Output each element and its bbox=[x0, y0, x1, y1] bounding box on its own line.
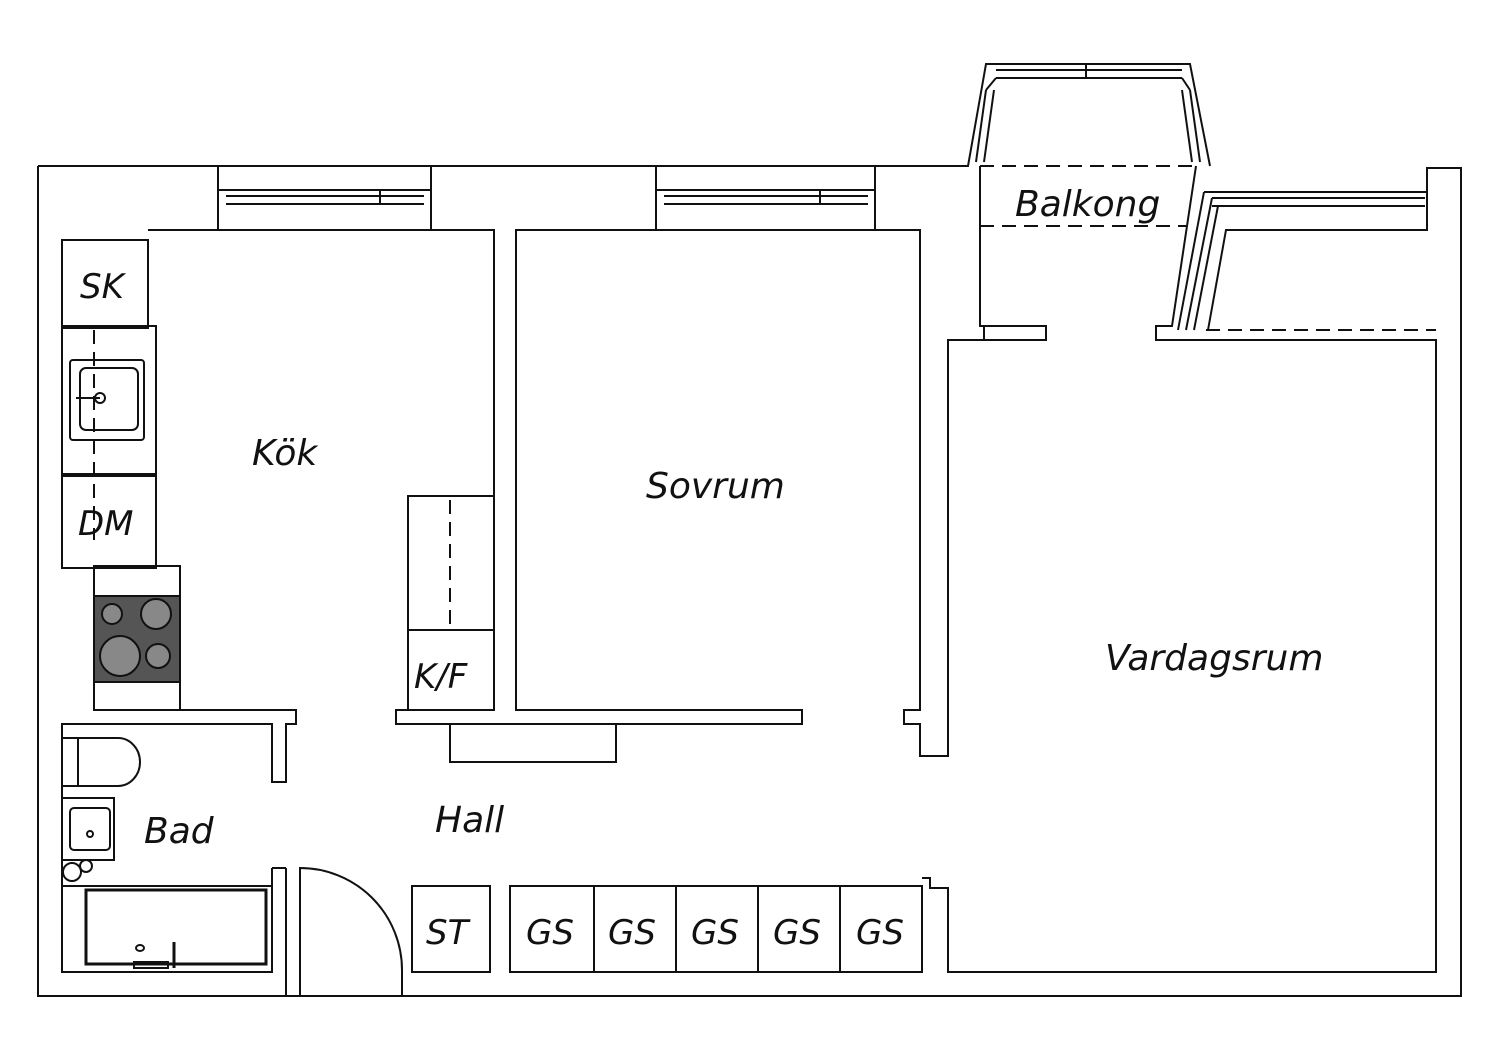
living-room-label: Vardagsrum bbox=[1105, 638, 1323, 679]
kitchen-counter bbox=[61, 239, 181, 711]
kitchen-label: Kök bbox=[252, 433, 319, 474]
balcony bbox=[975, 64, 1436, 341]
kitchen-walls bbox=[61, 229, 1437, 973]
sink-icon bbox=[69, 359, 145, 441]
storage-units bbox=[411, 885, 923, 973]
wardrobe-label: GS bbox=[526, 913, 574, 953]
toilet-icon bbox=[61, 737, 141, 787]
wardrobe-label: GS bbox=[608, 913, 656, 953]
storage-label: ST bbox=[426, 913, 471, 953]
stove-icon bbox=[93, 595, 181, 683]
fridge-freezer bbox=[407, 495, 495, 711]
wardrobe-label: GS bbox=[856, 913, 904, 953]
bathtub-icon bbox=[84, 888, 268, 969]
wardrobe-label: GS bbox=[773, 913, 821, 953]
living-room-window bbox=[1177, 191, 1428, 331]
bedroom-label: Sovrum bbox=[646, 466, 785, 507]
wardrobe-label: GS bbox=[691, 913, 739, 953]
fridge-freezer-label: K/F bbox=[414, 657, 468, 697]
hall-label: Hall bbox=[435, 800, 504, 841]
cleaning-closet-label: SK bbox=[80, 267, 127, 307]
hall-shelf bbox=[449, 723, 617, 763]
washbasin-icon bbox=[61, 797, 115, 882]
bathroom-label: Bad bbox=[144, 811, 215, 852]
bedroom-window bbox=[655, 165, 876, 231]
bathroom-walls bbox=[61, 738, 273, 973]
dishwasher-label: DM bbox=[78, 504, 134, 544]
balcony-label: Balkong bbox=[1015, 184, 1160, 225]
kitchen-window bbox=[217, 165, 432, 231]
entrance-door bbox=[271, 866, 403, 996]
